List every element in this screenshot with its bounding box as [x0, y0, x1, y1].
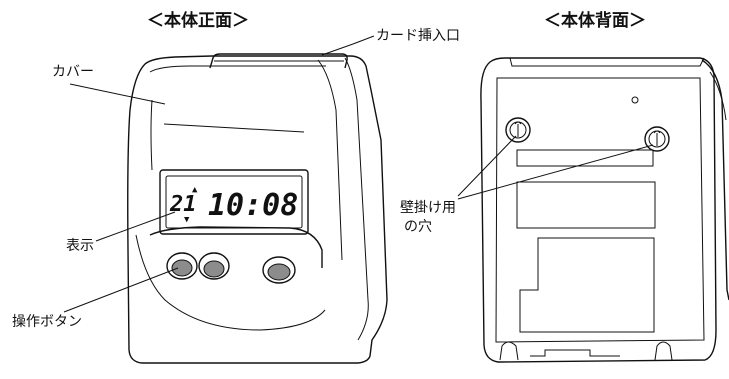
button-3-housing	[262, 256, 296, 284]
button-2-housing	[198, 252, 230, 280]
front-curve	[135, 234, 326, 331]
display-down-arrow: ▼	[184, 215, 190, 225]
card-slot	[209, 53, 348, 69]
display-up-arrow: ▲	[192, 185, 198, 195]
button-2	[203, 260, 225, 278]
wall-hole-left-slot	[514, 121, 522, 137]
button-1	[171, 259, 193, 277]
display-label: 表示	[66, 238, 94, 254]
back-inner-outline	[495, 77, 705, 343]
card-slot-leader	[321, 35, 375, 56]
wall-holes-label-line1: 壁掛け用	[400, 200, 456, 216]
battery-compartment	[519, 237, 655, 333]
front-unit: 21 ▲ ▼ 10:08	[127, 53, 388, 364]
front-side-panel-2	[317, 59, 343, 261]
front-view-heading: ＜本体正面＞	[147, 10, 249, 31]
front-side-panel	[344, 57, 369, 341]
cover-leader	[69, 83, 166, 105]
button-1-housing	[166, 252, 198, 280]
back-top-lip	[509, 57, 705, 67]
cover-top-edge	[149, 65, 326, 73]
back-side-inner	[709, 71, 727, 121]
back-label-area	[516, 181, 656, 229]
wall-hole-left	[505, 117, 531, 143]
wall-holes-leader-right	[457, 144, 654, 200]
display-screen	[165, 175, 303, 229]
cover-label: カバー	[52, 64, 94, 80]
back-upper-recess	[516, 149, 654, 167]
buttons-label: 操作ボタン	[12, 314, 82, 330]
display-day: 21	[169, 192, 197, 217]
back-foot-right	[654, 341, 673, 361]
cover-left-edge	[150, 99, 153, 171]
back-foot-left	[499, 341, 519, 361]
display-leader	[95, 211, 176, 242]
wall-holes-leader-left	[457, 135, 517, 197]
back-bottom-notches	[530, 349, 620, 357]
back-unit	[480, 57, 729, 363]
wall-hole-right	[644, 126, 670, 152]
display-panel	[159, 169, 309, 235]
button-3	[267, 263, 291, 281]
back-view-heading: ＜本体背面＞	[544, 10, 646, 31]
cover-window-line	[163, 123, 305, 133]
display-time: 10:08	[208, 188, 298, 223]
back-small-hole	[631, 96, 639, 104]
wall-holes-label-line2: の穴	[404, 219, 432, 235]
back-body-outline	[480, 57, 717, 363]
front-body-outline	[127, 55, 388, 364]
card-slot-label: カード挿入口	[376, 28, 460, 44]
buttons-leader	[63, 267, 179, 313]
wall-hole-right-slot	[653, 130, 661, 146]
